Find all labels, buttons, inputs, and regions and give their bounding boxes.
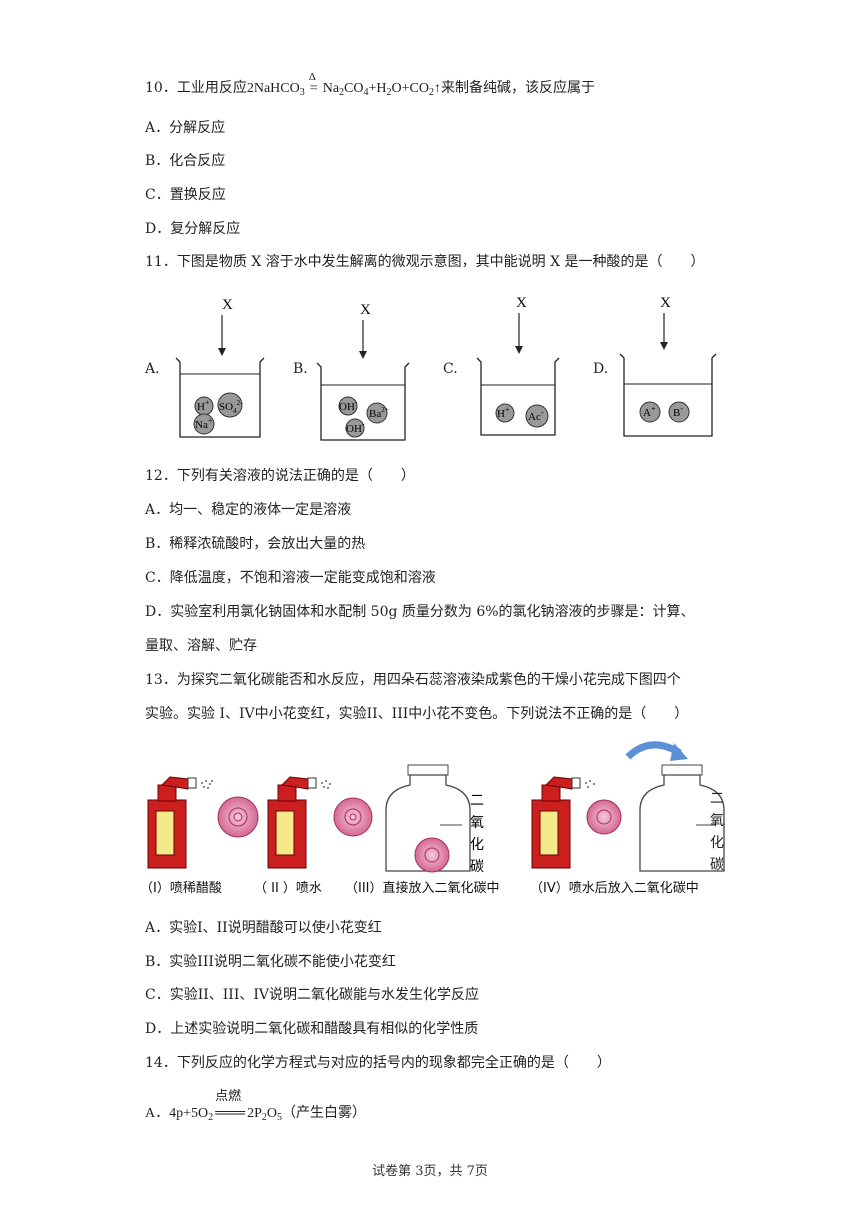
x-arrow-label: X [222, 297, 233, 313]
jar-label-char: 二 [470, 793, 484, 809]
beaker-d-letter: D. [593, 361, 609, 377]
jar-iv-label: 二氧化碳 [710, 791, 724, 873]
q13-stem-line2: 实验。实验 I、IV中小花变红，实验II、III中小花不变色。下列说法不正确的是… [145, 706, 689, 722]
gas-jar-icon [639, 764, 725, 872]
beaker-c-letter: C. [443, 361, 458, 377]
q10-prefix: 10．工业用反应 [145, 80, 247, 96]
beaker-b-letter: B. [293, 361, 308, 377]
q12-option-b: B．稀释浓硫酸时，会放出大量的热 [145, 536, 366, 552]
ion-b-label: B- [673, 404, 683, 419]
rose-flower-icon [333, 797, 373, 837]
ion-a-label: A+ [643, 404, 656, 419]
spray-bottle-icon [531, 776, 581, 869]
q10-option-a: A．分解反应 [145, 120, 226, 136]
q10-option-b: B．化合反应 [145, 153, 226, 169]
curved-arrow-icon [625, 741, 688, 761]
ion-ac-label: Ac- [528, 408, 544, 423]
x-arrow-label: X [516, 295, 527, 311]
x-arrow-label: X [360, 302, 371, 318]
beaker-d-figure: X A+ B- [619, 295, 717, 437]
q10-suffix: 来制备纯碱，该反应属于 [440, 80, 595, 96]
beaker-b-figure: X OH- Ba2+ OH- [316, 302, 410, 441]
x-arrow-label: X [660, 295, 671, 311]
jar-label-char: 碳 [470, 859, 484, 875]
rose-flower-icon [586, 799, 622, 835]
rose-flower-icon [414, 837, 450, 873]
ion-oh-label: OH- [339, 398, 358, 413]
q10-option-c: C．置换反应 [145, 187, 226, 203]
q13-option-a: A．实验I、II说明醋酸可以使小花变红 [145, 920, 382, 936]
q13-experiment-figure: 二 氧 化 碳 [147, 741, 725, 875]
jar-label-char: 氧 [470, 815, 484, 831]
rose-flower-icon [217, 796, 259, 838]
beaker-c-figure: X H+ Ac- [476, 295, 560, 436]
spray-bottle-icon [267, 776, 317, 869]
caption-i: （I）喷稀醋酸 [140, 881, 222, 896]
ion-oh-label: OH- [346, 420, 365, 435]
ion-na-label: Na+ [195, 416, 213, 431]
q12-option-d: D．实验室利用氯化钠固体和水配制 50g 质量分数为 6%的氯化钠溶液的步骤是：… [145, 604, 695, 620]
ion-ba-label: Ba2+ [369, 406, 389, 420]
caption-ii: （ II ）喷水 [254, 881, 322, 896]
page-footer: 试卷第 3页，共 7页 [372, 1164, 488, 1179]
q13-option-c: C．实验II、III、IV说明二氧化碳能与水发生化学反应 [145, 987, 480, 1003]
q12-option-c: C．降低温度，不饱和溶液一定能变成饱和溶液 [145, 570, 436, 586]
beaker-a-figure: X H+ SO42- Na+ [175, 297, 265, 438]
q12-stem: 12．下列有关溶液的说法正确的是（ ） [145, 468, 415, 484]
q11-stem: 11．下图是物质 X 溶于水中发生解离的微观示意图，其中能说明 X 是一种酸的是… [145, 254, 705, 270]
q13-stem-line1: 13．为探究二氧化碳能否和水反应，用四朵石蕊溶液染成紫色的干燥小花完成下图四个 [145, 672, 681, 688]
gas-jar-icon [385, 764, 471, 872]
q10-option-d: D．复分解反应 [145, 221, 241, 237]
spray-bottle-icon [147, 776, 197, 869]
ignition-condition: 点燃 [215, 1089, 242, 1104]
ion-so4-label: SO42- [219, 399, 243, 415]
q13-option-b: B．实验III说明二氧化碳不能使小花变红 [145, 954, 396, 970]
q14-stem: 14．下列反应的化学方程式与对应的括号内的现象都完全正确的是（ ） [145, 1055, 611, 1071]
beaker-a-letter: A. [145, 361, 160, 377]
caption-iii: （III）直接放入二氧化碳中 [345, 881, 500, 896]
ion-h-label: H+ [197, 398, 210, 413]
ion-h-label: H+ [497, 405, 510, 420]
q12-option-a: A．均一、稳定的液体一定是溶液 [145, 502, 352, 518]
heat-condition: Δ [308, 71, 316, 83]
jar-label-char: 化 [470, 837, 484, 853]
gas-up-arrow-icon: ↑ [433, 81, 441, 96]
q13-option-d: D．上述实验说明二氧化碳和醋酸具有相似的化学性质 [145, 1021, 479, 1037]
caption-iv: （IV）喷水后放入二氧化碳中 [530, 881, 699, 896]
q12-option-d-cont: 量取、溶解、贮存 [145, 638, 257, 654]
